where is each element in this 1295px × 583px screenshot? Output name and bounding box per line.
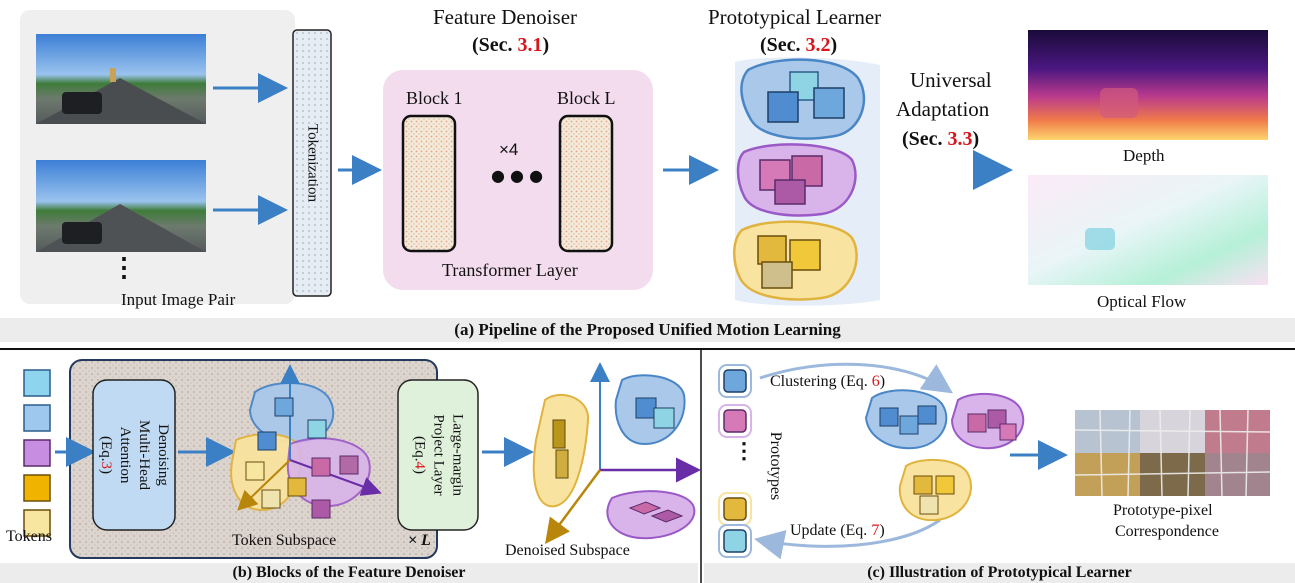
ellipsis: ● ● ● bbox=[491, 166, 544, 185]
input-label: Input Image Pair bbox=[121, 290, 236, 309]
proto-section: (Sec. 3.2) bbox=[760, 34, 838, 56]
correspondence-label-2: Correspondence bbox=[1115, 523, 1219, 540]
lmp-label: Large-margin Project Layer (Eq.4) bbox=[411, 414, 466, 496]
update-label: Update (Eq. 7) bbox=[790, 522, 885, 539]
depth-label: Depth bbox=[1123, 146, 1165, 165]
correspondence-image bbox=[1074, 409, 1271, 497]
optical-flow-map bbox=[1028, 175, 1268, 285]
dmha-block bbox=[92, 379, 176, 531]
caption-b: (b) Blocks of the Feature Denoiser bbox=[0, 563, 698, 583]
proto-title: Prototypical Learner bbox=[708, 5, 882, 29]
depth-map bbox=[1028, 30, 1268, 140]
more-dots: ⋮ bbox=[111, 253, 137, 282]
input-photo-1 bbox=[36, 34, 206, 124]
tokenization-bar bbox=[292, 29, 332, 297]
lmp-block bbox=[397, 379, 479, 531]
clustering-label: Clustering (Eq. 6) bbox=[770, 373, 886, 390]
block-l bbox=[558, 114, 614, 253]
input-photo-2 bbox=[36, 160, 206, 252]
transformer-layer-label: Transformer Layer bbox=[442, 260, 578, 280]
block-1-label: Block 1 bbox=[406, 88, 463, 108]
denoiser-title: Feature Denoiser bbox=[433, 5, 578, 29]
caption-a: (a) Pipeline of the Proposed Unified Mot… bbox=[0, 318, 1295, 342]
optical-flow-label: Optical Flow bbox=[1097, 292, 1187, 311]
denoised-subspace-label: Denoised Subspace bbox=[505, 542, 630, 559]
block-l-label: Block L bbox=[557, 88, 616, 108]
adaptation-label: Adaptation bbox=[896, 97, 990, 121]
dmha-label: Denoising Multi-Head Attention (Eq.3) bbox=[98, 420, 171, 490]
prototypes-label: Prototypes bbox=[767, 431, 784, 501]
block-1 bbox=[401, 114, 457, 253]
tokens-label: Tokens bbox=[6, 528, 52, 545]
tokenization-label: Tokenization bbox=[304, 123, 321, 203]
caption-c: (c) Illustration of Prototypical Learner bbox=[704, 563, 1295, 583]
adaptation-section: (Sec. 3.3) bbox=[902, 128, 980, 150]
token-subspace-label: Token Subspace bbox=[232, 532, 337, 549]
denoiser-section: (Sec. 3.1) bbox=[472, 34, 550, 56]
correspondence-label-1: Prototype-pixel bbox=[1113, 502, 1213, 519]
repeat-l: × L bbox=[408, 532, 431, 549]
prototype-dots: ⋮ bbox=[733, 438, 755, 463]
universal-label: Universal bbox=[910, 68, 992, 92]
repeat-count: ×4 bbox=[499, 140, 519, 159]
